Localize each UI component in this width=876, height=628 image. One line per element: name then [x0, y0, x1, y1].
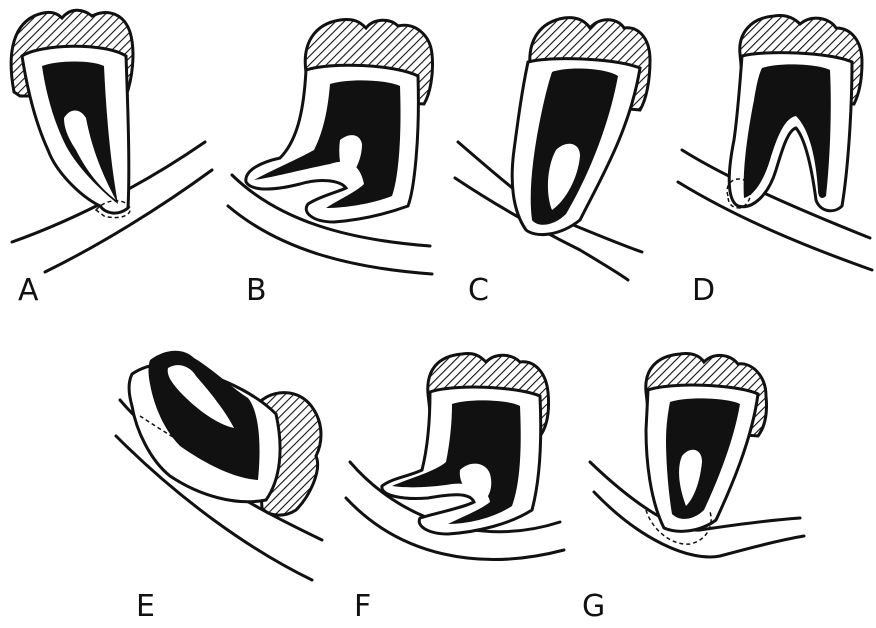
label-e: E	[136, 589, 155, 624]
tooth-e: E	[116, 351, 322, 624]
label-c: C	[468, 273, 489, 308]
label-a: A	[18, 273, 39, 308]
root-canal-f	[460, 464, 491, 504]
label-g: G	[582, 589, 605, 624]
pulp-f	[392, 400, 521, 524]
tooth-c: C	[455, 18, 650, 308]
tooth-g: G	[582, 353, 804, 624]
label-f: F	[354, 589, 371, 624]
tooth-b: B	[228, 19, 433, 308]
label-b: B	[246, 273, 267, 308]
tooth-a: A	[11, 10, 212, 308]
label-d: D	[692, 273, 715, 308]
tooth-d: D	[678, 15, 872, 308]
tooth-f: F	[346, 353, 564, 624]
